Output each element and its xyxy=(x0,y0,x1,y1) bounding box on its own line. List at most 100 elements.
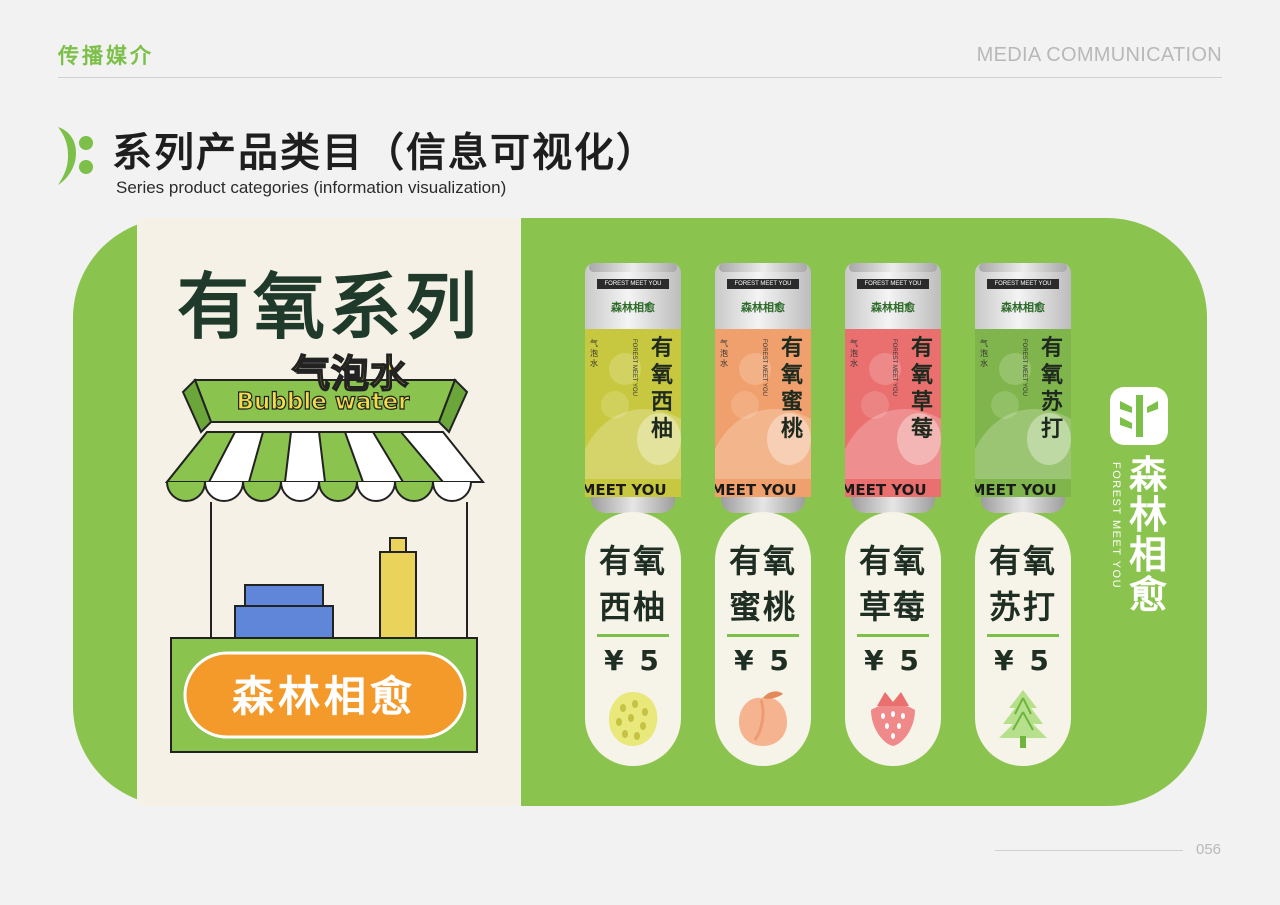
can-product-name: 有氧蜜桃 xyxy=(777,335,807,443)
can-name-char: 有 xyxy=(650,336,673,361)
grapefruit-icon xyxy=(603,688,663,752)
product-name-line2: 苏打 xyxy=(988,588,1057,626)
product-card: 有氧草莓 ¥ 5 xyxy=(845,512,941,766)
header-section-cn: 传播媒介 xyxy=(58,44,154,68)
can-base xyxy=(851,497,935,513)
sign-text-cn: 气泡水 xyxy=(291,351,410,397)
product-can: FOREST MEET YOU 森林相愈气泡水 FOREST MEET YOU 有氧草… xyxy=(845,263,941,518)
product-price: ¥ 5 xyxy=(604,644,662,677)
product-name: 有氧苏打 xyxy=(975,538,1071,630)
can-top xyxy=(975,263,1071,329)
can-product-name: 有氧西柚 xyxy=(647,335,677,443)
can-pattern xyxy=(845,353,941,479)
page-title: 系列产品类目（信息可视化） xyxy=(112,130,658,176)
can-bottom-text: T MEET YOU xyxy=(715,481,797,497)
can-name-char: 氧 xyxy=(910,363,933,388)
can-base xyxy=(981,497,1065,513)
can-tag: FOREST MEET YOU xyxy=(987,279,1059,289)
can-name-char: 有 xyxy=(780,336,803,361)
page-number: 056 xyxy=(1196,841,1222,858)
can-top xyxy=(845,263,941,329)
can-rim xyxy=(979,263,1067,272)
card-divider xyxy=(727,634,799,637)
product-card: 有氧蜜桃 ¥ 5 xyxy=(715,512,811,766)
can-top xyxy=(585,263,681,329)
product-name-line1: 有氧 xyxy=(858,542,927,580)
can-name-char: 打 xyxy=(1040,417,1063,442)
can-tag: FOREST MEET YOU xyxy=(857,279,929,289)
can-vertical-text: FOREST MEET YOU xyxy=(891,339,897,397)
page-subtitle: Series product categories (information v… xyxy=(116,178,507,197)
title-leaf-icon xyxy=(58,127,93,185)
can-side-text: 气泡水 xyxy=(590,339,598,368)
can-vertical-text: FOREST MEET YOU xyxy=(631,339,637,397)
strawberry-icon xyxy=(863,688,923,752)
can-logo: 森林相愈 xyxy=(611,301,655,314)
can-name-char: 氧 xyxy=(1040,363,1063,388)
can-name-char: 柚 xyxy=(650,417,673,442)
product-name-line1: 有氧 xyxy=(988,542,1057,580)
can-base xyxy=(591,497,675,513)
card-divider xyxy=(857,634,929,637)
sign-text-en: Bubble water xyxy=(236,388,410,415)
product-can: FOREST MEET YOU 森林相愈气泡水 FOREST MEET YOU 有氧西… xyxy=(585,263,681,518)
product-card: 有氧西柚 ¥ 5 xyxy=(585,512,681,766)
product-name: 有氧西柚 xyxy=(585,538,681,630)
can-name-char: 有 xyxy=(910,336,933,361)
can-vertical-text: FOREST MEET YOU xyxy=(1021,339,1027,397)
product-name-line2: 草莓 xyxy=(858,588,927,626)
product-name-line2: 蜜桃 xyxy=(728,588,797,626)
can-name-char: 蜜 xyxy=(780,390,803,415)
can-vertical-text: FOREST MEET YOU xyxy=(761,339,767,397)
can-bottom-text: T MEET YOU xyxy=(585,481,667,497)
can-rim xyxy=(849,263,937,272)
can-tag: FOREST MEET YOU xyxy=(597,279,669,289)
card-divider xyxy=(987,634,1059,637)
product-price: ¥ 5 xyxy=(734,644,792,677)
product-can: FOREST MEET YOU 森林相愈气泡水 FOREST MEET YOU 有氧苏… xyxy=(975,263,1071,518)
can-product-name: 有氧草莓 xyxy=(907,335,937,443)
can-bottom-text: T MEET YOU xyxy=(845,481,927,497)
can-pattern xyxy=(715,353,811,479)
can-name-char: 有 xyxy=(1040,336,1063,361)
can-logo: 森林相愈 xyxy=(871,301,915,314)
can-side-text: 气泡水 xyxy=(850,339,858,368)
series-title: 有氧系列 xyxy=(176,265,481,349)
can-pattern xyxy=(975,353,1071,479)
product-price: ¥ 5 xyxy=(994,644,1052,677)
can-name-char: 氧 xyxy=(650,363,673,388)
header-section-en: MEDIA COMMUNICATION xyxy=(976,44,1222,66)
can-name-char: 苏 xyxy=(1040,390,1063,415)
can-name-char: 西 xyxy=(650,390,673,415)
shop-brand: 森林相愈 xyxy=(231,672,416,721)
brand-subtitle: FOREST MEET YOU xyxy=(1110,462,1122,590)
can-rim xyxy=(589,263,677,272)
can-rim xyxy=(719,263,807,272)
can-side-text: 气泡水 xyxy=(720,339,728,368)
can-top xyxy=(715,263,811,329)
product-name-line1: 有氧 xyxy=(598,542,667,580)
can-logo: 森林相愈 xyxy=(1001,301,1045,314)
brand-name: 森林相愈 xyxy=(1128,453,1167,617)
brand-logo-icon xyxy=(1110,387,1168,445)
can-side-text: 气泡水 xyxy=(980,339,988,368)
can-logo: 森林相愈 xyxy=(741,301,785,314)
product-name-line1: 有氧 xyxy=(728,542,797,580)
product-can: FOREST MEET YOU 森林相愈气泡水 FOREST MEET YOU 有氧蜜… xyxy=(715,263,811,518)
product-name-line2: 西柚 xyxy=(598,588,667,626)
can-name-char: 莓 xyxy=(910,417,933,442)
can-bottom-text: T MEET YOU xyxy=(975,481,1057,497)
peach-icon xyxy=(733,688,793,752)
can-name-char: 氧 xyxy=(780,363,803,388)
product-price: ¥ 5 xyxy=(864,644,922,677)
card-divider xyxy=(597,634,669,637)
product-card: 有氧苏打 ¥ 5 xyxy=(975,512,1071,766)
can-tag: FOREST MEET YOU xyxy=(727,279,799,289)
footer-divider xyxy=(995,850,1183,851)
can-name-char: 草 xyxy=(910,390,933,415)
product-name: 有氧蜜桃 xyxy=(715,538,811,630)
can-base xyxy=(721,497,805,513)
